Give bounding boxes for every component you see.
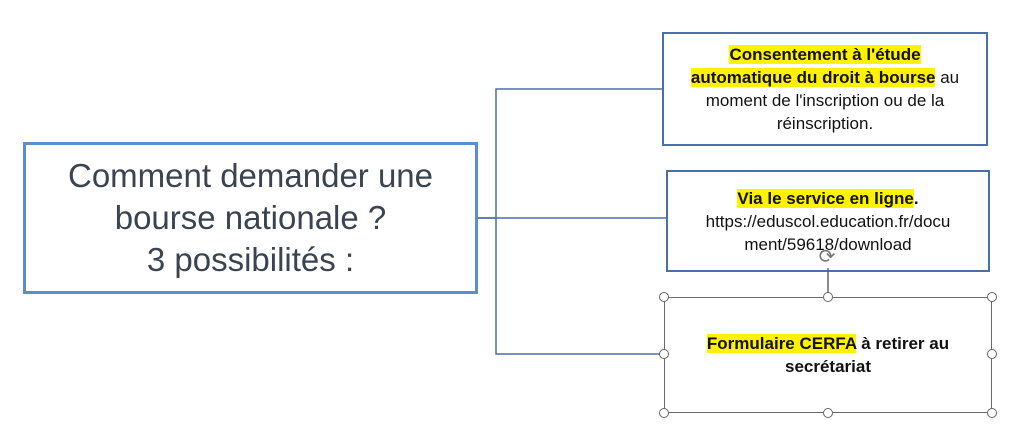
main-question-line2: bourse nationale ? [114, 199, 387, 236]
resize-handle-left[interactable] [659, 349, 669, 359]
resize-handle-bottom-right[interactable] [987, 408, 997, 418]
main-question-line1: Comment demander une [67, 157, 434, 194]
resize-handle-bottom[interactable] [823, 408, 833, 418]
resize-handle-top-right[interactable] [987, 292, 997, 302]
main-question-box[interactable]: Comment demander une bourse nationale ? … [23, 142, 478, 294]
option-2-highlight: Via le service en ligne [737, 188, 914, 208]
option-box-online[interactable]: Via le service en ligne. https://eduscol… [666, 170, 990, 272]
option-3-highlight: Formulaire CERFA [706, 334, 857, 353]
option-box-consent[interactable]: Consentement à l'étude automatique du dr… [662, 32, 988, 146]
option-1-highlight: Consentement à l'étude automatique du dr… [690, 45, 936, 87]
option-2-url-line1: https://eduscol.education.fr/docu [705, 211, 951, 231]
option-3-text: à retirer au secrétariat [784, 334, 950, 376]
option-2-period: . [913, 188, 919, 208]
rotate-handle-icon[interactable]: ⟳ [818, 246, 836, 268]
resize-handle-top[interactable] [823, 292, 833, 302]
resize-handle-top-left[interactable] [659, 292, 669, 302]
resize-handle-bottom-left[interactable] [659, 408, 669, 418]
main-question-line3: 3 possibilités : [146, 241, 355, 278]
option-1-text: au moment de l'inscription ou de la réin… [705, 68, 960, 133]
option-box-cerfa[interactable]: Formulaire CERFA à retirer au secrétaria… [664, 297, 992, 413]
resize-handle-right[interactable] [987, 349, 997, 359]
option-2-url-line2: ment/59618/download [744, 234, 912, 254]
